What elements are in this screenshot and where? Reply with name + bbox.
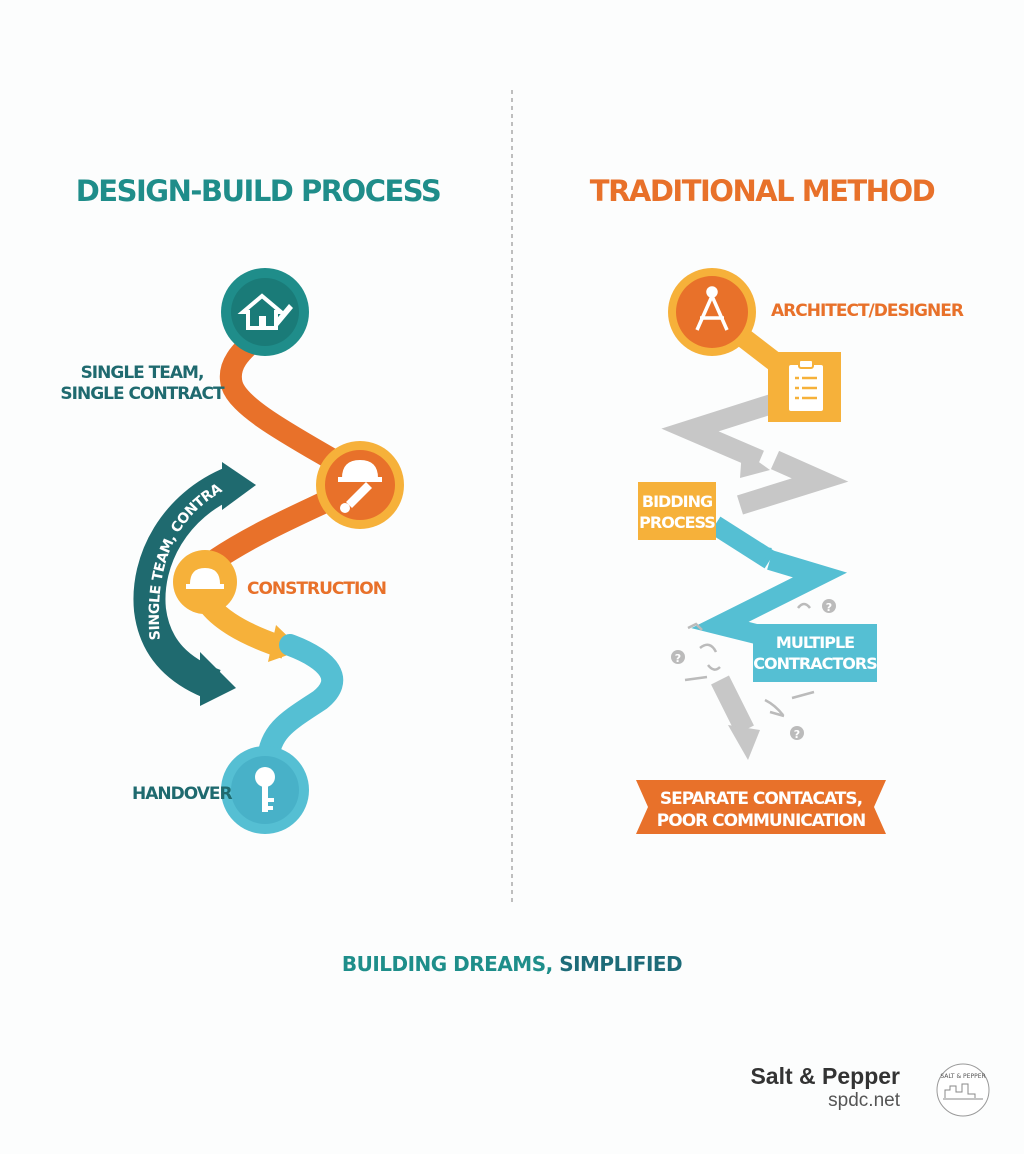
hardhat-icon xyxy=(186,568,224,589)
warning-banner: SEPARATE CONTACATS, POOR COMMUNICATION xyxy=(636,780,886,834)
footer-tagline-part1: BUILDING DREAMS, xyxy=(341,952,553,976)
single-team-label-line1: SINGLE TEAM, xyxy=(81,363,204,383)
svg-text:?: ? xyxy=(794,728,800,741)
bidding-label-line1: BIDDING xyxy=(642,492,712,511)
house-design-icon xyxy=(237,293,293,330)
hardhat-wrench-icon xyxy=(338,460,382,513)
single-team-label-line2: SINGLE CONTRACT xyxy=(60,384,225,404)
handover-node xyxy=(221,746,309,834)
architect-label: ARCHITECT/DESIGNER xyxy=(771,301,964,321)
house-node xyxy=(221,268,309,356)
contractors-label-line1: MULTIPLE xyxy=(776,633,854,652)
key-icon xyxy=(255,767,275,812)
brand-site[interactable]: spdc.net xyxy=(828,1090,900,1111)
brand-logo-text: SALT & PEPPER xyxy=(940,1073,985,1080)
clipboard-box xyxy=(768,352,841,422)
contractors-label-line2: CONTRACTORS xyxy=(753,654,877,673)
footer-tagline-part2: SIMPLIFIED xyxy=(559,952,683,976)
footer-tagline: BUILDING DREAMS, SIMPLIFIED xyxy=(0,952,1024,976)
contractors-box: MULTIPLE CONTRACTORS xyxy=(753,624,878,682)
traditional-path xyxy=(661,304,849,760)
bidding-box: BIDDING PROCESS xyxy=(638,482,716,540)
banner-line2: POOR COMMUNICATION xyxy=(657,811,865,831)
arc-label: SINGLE TEAM, CONTRACT xyxy=(0,0,225,641)
banner-line1: SEPARATE CONTACATS, xyxy=(660,789,862,809)
compass-icon xyxy=(695,286,729,331)
brand-name: Salt & Pepper xyxy=(750,1063,900,1089)
brand-logo: SALT & PEPPER xyxy=(936,1063,990,1117)
bidding-label-line2: PROCESS xyxy=(639,513,715,532)
left-title: DESIGN-BUILD PROCESS xyxy=(76,174,441,208)
svg-text:?: ? xyxy=(675,652,681,665)
construction-node xyxy=(173,550,237,614)
question-icon: ? ? ? xyxy=(671,599,836,741)
construction-label: CONSTRUCTION xyxy=(247,579,386,599)
confusion-marks xyxy=(684,602,815,718)
handover-label: HANDOVER xyxy=(132,784,232,804)
wrench-node xyxy=(316,441,404,529)
clipboard-icon xyxy=(789,359,823,411)
svg-text:?: ? xyxy=(826,601,832,614)
right-title: TRADITIONAL METHOD xyxy=(590,174,935,208)
architect-node xyxy=(668,268,756,356)
brand-block: Salt & Pepper spdc.net xyxy=(750,1062,900,1112)
